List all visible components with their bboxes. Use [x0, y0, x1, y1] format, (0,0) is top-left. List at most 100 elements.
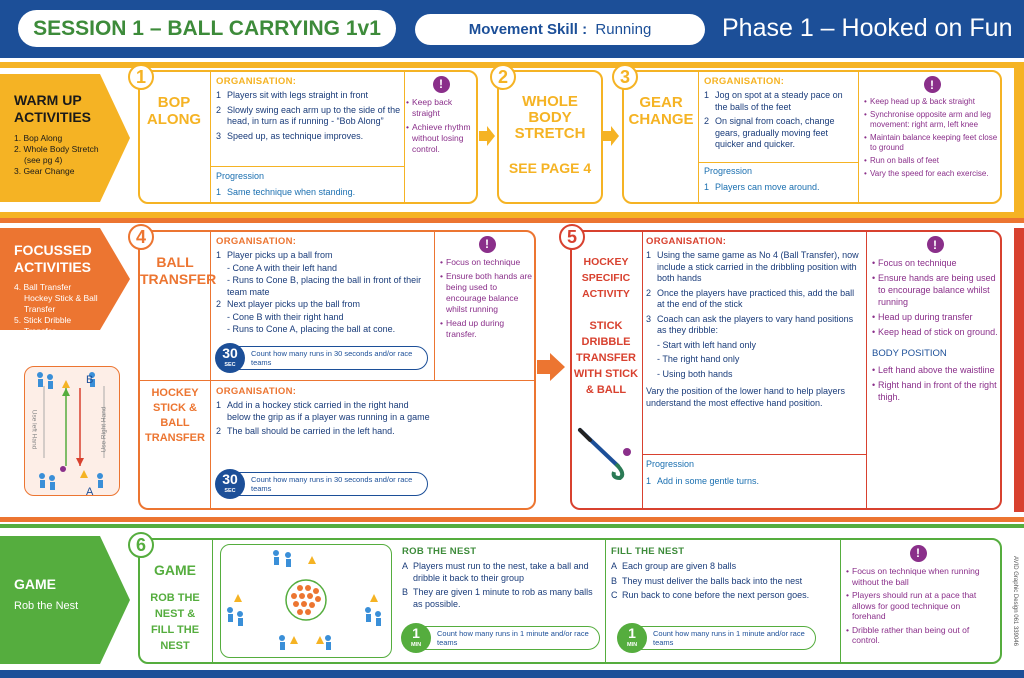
warmup-title: WARM UP ACTIVITIES — [14, 92, 92, 125]
timer-value: 1 — [412, 625, 420, 641]
step-text: Jog on spot at a steady pace on the ball… — [715, 90, 843, 112]
activity-1-box — [138, 70, 478, 204]
step-text: Coach can ask the players to vary hand p… — [657, 313, 854, 336]
activity-4-step: - Cone A with their left hand — [216, 263, 430, 275]
tip-text: Players should run at a pace that allows… — [852, 590, 977, 621]
drill-diagram-drawing — [37, 372, 105, 490]
tip: •Run on balls of feet — [864, 156, 939, 165]
tip-text: Head up during transfer. — [446, 318, 505, 339]
step-num: A — [402, 561, 409, 571]
step-num: B — [611, 575, 618, 586]
timer-desc: Count how many runs in 1 minute and/or r… — [653, 629, 805, 647]
timer-unit: SEC — [224, 488, 236, 494]
game-band — [0, 524, 1024, 528]
activity-1-org-title: ORGANISATION: — [216, 76, 297, 87]
progression-title: Progression — [216, 171, 265, 181]
tip: •Focus on technique — [872, 258, 957, 268]
step-text: Once the players have practiced this, ad… — [657, 287, 855, 310]
prog-text: Players can move around. — [715, 181, 820, 192]
diagram-label-a: A — [86, 486, 94, 498]
tip: •Dribble rather than being out of contro… — [846, 625, 990, 646]
step-text: - Using both hands — [657, 368, 733, 379]
activity-2-title: WHOLE BODY STRETCH — [514, 93, 586, 142]
focussed-label: FOCUSSED ACTIVITIES 4. Ball Transfer Hoc… — [0, 242, 110, 337]
arrow-1-2-icon — [479, 126, 495, 146]
tip-text: Head up during transfer — [878, 312, 973, 322]
tip-text: Keep head of stick on ground. — [878, 327, 998, 337]
warmup-label: WARM UP ACTIVITIES 1. Bop Along 2. Whole… — [0, 92, 110, 177]
tip: •Players should run at a pace that allow… — [846, 590, 990, 622]
step-num: 2 — [216, 426, 222, 436]
rob-steps: A Players must run to the nest, take a ba… — [402, 561, 600, 610]
game-label: GAME Rob the Nest — [0, 576, 78, 612]
activity-5-divider-a — [642, 232, 643, 508]
activity-5-step: - Start with left hand only — [646, 340, 864, 352]
step-num: 1 — [646, 250, 652, 260]
hockey-stick-icon — [578, 428, 631, 480]
activity-5-divider-b — [866, 232, 867, 508]
step-text: Players must run to the nest, take a bal… — [413, 561, 589, 583]
activity-6-title: GAME — [154, 562, 196, 578]
tip: •Focus on technique when running without… — [846, 566, 990, 587]
tip: •Keep head up & back straight — [864, 97, 975, 106]
exclamation-icon: ! — [923, 76, 941, 93]
warmup-edge — [1014, 62, 1024, 218]
focussed-band-bottom — [0, 517, 1024, 522]
activity-3-org-title: ORGANISATION: — [704, 76, 785, 87]
tip-text: Focus on technique — [878, 258, 957, 268]
phase-title: Phase 1 – Hooked on Fun — [722, 14, 1013, 42]
diagram-left-hand: Use left Hand — [30, 409, 38, 450]
tip-text: Vary the speed for each exercise. — [870, 169, 989, 178]
activity-4-org-title: ORGANISATION: — [216, 236, 297, 247]
focussed-item-2b: Transfer — [24, 304, 56, 314]
tip: •Achieve rhythm without losing control. — [406, 122, 476, 155]
activity-6-divider-b — [605, 540, 606, 662]
game-sub: Rob the Nest — [14, 600, 79, 612]
activity-3-tips: ! •Keep head up & back straight •Synchro… — [864, 76, 1000, 182]
exclamation-icon: ! — [926, 236, 944, 253]
bottom-bar — [0, 670, 1024, 678]
activity-4b-org-title: ORGANISATION: — [216, 386, 297, 397]
focussed-item-3: 5. Stick Dribble — [14, 315, 72, 325]
exclamation-icon: ! — [909, 545, 927, 562]
activity-4-step: - Runs to Cone A, placing the ball at co… — [216, 324, 430, 336]
activity-4-number: 4 — [128, 224, 154, 250]
activity-3-divider-b — [858, 72, 859, 202]
tip: •Keep back straight — [406, 97, 476, 119]
rob-title: ROB THE NEST — [402, 546, 477, 557]
prog-num: 1 — [646, 475, 652, 486]
tip-text: Run on balls of feet — [870, 156, 939, 165]
design-credit: AVID Graphic Design 061 339046 — [1012, 556, 1018, 646]
fill-title: FILL THE NEST — [611, 546, 685, 557]
warmup-item-2: 2. Whole Body Stretch — [14, 144, 99, 154]
header-bar: SESSION 1 – BALL CARRYING 1v1 Movement S… — [0, 0, 1024, 58]
body-tip: •Right hand in front of the right thigh. — [872, 380, 997, 402]
activity-4-divider-b — [434, 232, 435, 380]
activity-4-divider-c — [140, 380, 534, 381]
step-text: - Start with left hand only — [657, 339, 757, 350]
activity-5-tips: ! •Focus on technique •Ensure hands are … — [872, 236, 998, 406]
step-text: Run back to cone before the next person … — [622, 590, 810, 600]
step-num: 1 — [216, 250, 222, 260]
game-pitch-drawing — [227, 550, 381, 650]
tip-text: Synchronise opposite arm and leg movemen… — [870, 110, 991, 129]
focussed-edge — [1014, 228, 1024, 512]
tip-text: Left hand above the waistline — [878, 365, 995, 375]
activity-6-title-2: ROB THE NEST & FILL THE NEST — [150, 592, 200, 652]
tip-text: Focus on technique — [446, 257, 521, 267]
tip-text: Focus on technique when running without … — [852, 566, 980, 587]
arrow-2-3-icon — [603, 126, 619, 146]
